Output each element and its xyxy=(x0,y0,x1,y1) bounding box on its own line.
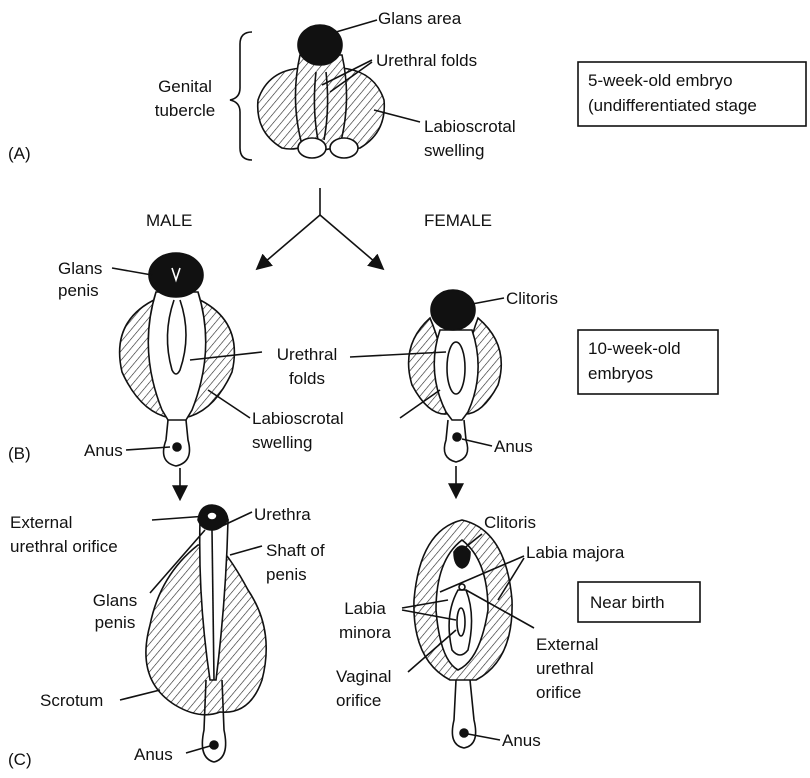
label-urethra: Urethra xyxy=(254,504,311,525)
stage-c-female-figure xyxy=(402,520,534,748)
label-urethral-folds-a: Urethral folds xyxy=(376,50,477,71)
label-shaft-2: penis xyxy=(266,564,307,585)
label-glans-penis-b-2: penis xyxy=(58,280,99,301)
label-genital-2: tubercle xyxy=(140,100,230,121)
label-anus-c-male: Anus xyxy=(134,744,173,765)
box-b-line2: embryos xyxy=(588,363,653,384)
stage-b-male-figure xyxy=(112,253,262,466)
urethral-folds-a xyxy=(295,55,346,150)
label-ext-urethral-f-3: orifice xyxy=(536,682,581,703)
clitoris-b xyxy=(431,290,475,330)
label-clitoris-b: Clitoris xyxy=(506,288,558,309)
genital-tubercle-bracket xyxy=(230,32,252,160)
label-glans-penis-b-1: Glans xyxy=(58,258,102,279)
label-ext-urethral-f-1: External xyxy=(536,634,598,655)
glans-area-a xyxy=(298,25,342,65)
label-glans-penis-c-1: Glans xyxy=(80,590,150,611)
label-urethral-folds-b-2: folds xyxy=(262,368,352,389)
stage-b-female-figure xyxy=(350,290,504,462)
heading-female: FEMALE xyxy=(424,210,492,231)
label-anus-c-female: Anus xyxy=(502,730,541,751)
label-labioscrotal-a-1: Labioscrotal xyxy=(424,116,516,137)
label-glans-area: Glans area xyxy=(378,8,461,29)
panel-label-a: (A) xyxy=(8,144,31,164)
panel-label-b: (B) xyxy=(8,444,31,464)
label-ext-urethral-m-1: External xyxy=(10,512,72,533)
label-anus-b-male: Anus xyxy=(84,440,123,461)
label-labioscrotal-b-1: Labioscrotal xyxy=(252,408,344,429)
label-genital-1: Genital xyxy=(140,76,230,97)
label-clitoris-c: Clitoris xyxy=(484,512,536,533)
label-ext-urethral-f-2: urethral xyxy=(536,658,594,679)
label-scrotum: Scrotum xyxy=(40,690,103,711)
stage-a-figure xyxy=(230,20,420,160)
label-urethral-folds-b-1: Urethral xyxy=(262,344,352,365)
glans-penis-b xyxy=(149,253,203,297)
label-glans-penis-c-2: penis xyxy=(80,612,150,633)
divergence-arrows xyxy=(258,188,382,268)
label-labioscrotal-a-2: swelling xyxy=(424,140,484,161)
box-a-line1: 5-week-old embryo xyxy=(588,70,733,91)
label-vaginal-orifice-1: Vaginal xyxy=(336,666,391,687)
stage-c-male-figure xyxy=(120,505,266,762)
label-vaginal-orifice-2: orifice xyxy=(336,690,381,711)
panel-label-c: (C) xyxy=(8,750,32,770)
box-b-line1: 10-week-old xyxy=(588,338,681,359)
label-labia-minora-2: minora xyxy=(330,622,400,643)
label-anus-b-female: Anus xyxy=(494,436,533,457)
label-labia-majora: Labia majora xyxy=(526,542,624,563)
box-a-line2: (undifferentiated stage xyxy=(588,95,757,116)
label-ext-urethral-m-2: urethral orifice xyxy=(10,536,118,557)
box-c-text: Near birth xyxy=(590,592,665,613)
label-labioscrotal-b-2: swelling xyxy=(252,432,312,453)
label-shaft-1: Shaft of xyxy=(266,540,325,561)
label-labia-minora-1: Labia xyxy=(330,598,400,619)
heading-male: MALE xyxy=(146,210,192,231)
